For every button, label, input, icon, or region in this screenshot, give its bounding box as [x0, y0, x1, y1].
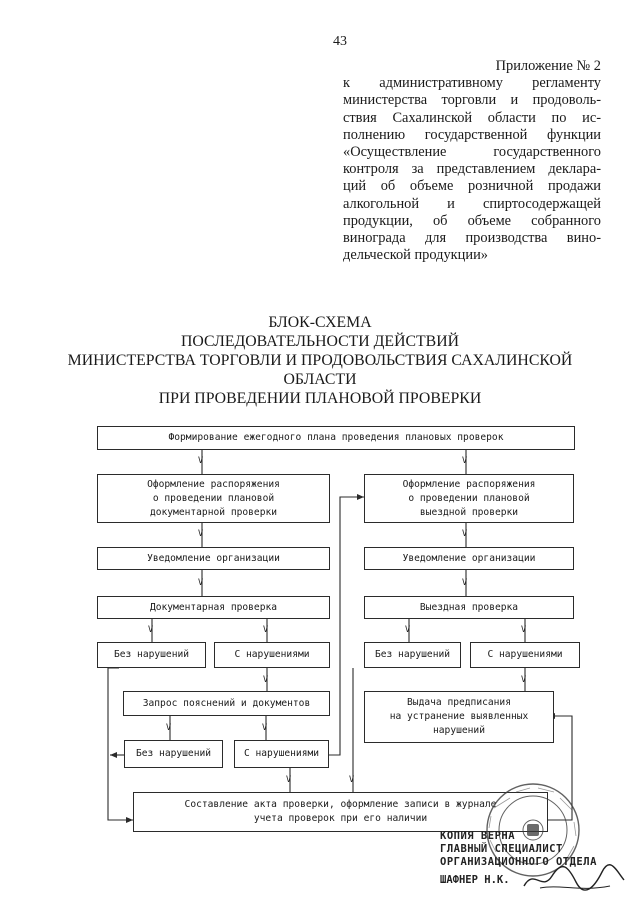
arrow-mark: V	[262, 723, 268, 733]
request-text: Запрос пояснений и документов	[142, 697, 311, 709]
no-violations-text: Без нарушений	[135, 748, 212, 759]
site-check-text: Выездная проверка	[419, 601, 519, 613]
heading-line: БЛОК-СХЕМА	[268, 314, 372, 331]
seal-stamp	[486, 783, 580, 877]
arrow-mark: V	[462, 578, 468, 588]
arrow-mark: V	[198, 578, 204, 588]
stamp-line: ОРГАНИЗАЦИОННОГО ОТДЕЛА	[440, 856, 597, 868]
with-violations-text: С нарушениями	[234, 649, 310, 660]
no-violations-box-1: Без нарушений	[97, 642, 206, 668]
arrow-mark: V	[286, 775, 292, 785]
appendix-line: «Осуществление государственного	[343, 144, 601, 161]
prescription-box: Выдача предписания на устранение выявлен…	[364, 691, 554, 743]
doc-order-box: Оформление распоряжения о проведении пла…	[97, 474, 330, 523]
stamp-line: ГЛАВНЫЙ СПЕЦИАЛИСТ	[440, 843, 563, 855]
appendix-line: ствия Сахалинской области по ис-	[343, 109, 601, 126]
site-order-line: выездной проверки	[419, 506, 519, 518]
appendix-line: продукции, об объеме собранного	[343, 212, 601, 229]
with-violations-text: С нарушениями	[487, 649, 563, 660]
arrow-mark: V	[405, 625, 411, 635]
doc-order-line: о проведении плановой	[152, 492, 275, 504]
appendix-line: контроля за представлением деклара-	[343, 161, 601, 178]
arrow-mark: V	[166, 723, 172, 733]
arrow-mark: V	[263, 625, 269, 635]
appendix-line: к административному регламенту	[343, 75, 601, 92]
heading-line: ОБЛАСТИ	[283, 371, 357, 388]
page-number: 43	[333, 34, 347, 49]
notify-right-text: Уведомление организации	[402, 552, 536, 564]
appendix-line: ций об объеме розничной продажи	[343, 178, 601, 195]
prescription-line: на устранение выявленных	[389, 711, 529, 722]
notify-left-text: Уведомление организации	[147, 552, 280, 564]
request-box: Запрос пояснений и документов	[123, 691, 330, 716]
site-check-box: Выездная проверка	[364, 596, 574, 619]
act-box: Составление акта проверки, оформление за…	[133, 792, 548, 832]
notify-left-box: Уведомление организации	[97, 547, 330, 570]
appendix-line: дельческой продукции»	[343, 247, 488, 264]
doc-check-box: Документарная проверка	[97, 596, 330, 619]
appendix-block: Приложение № 2 к административному регла…	[343, 58, 601, 264]
with-violations-box-3: С нарушениями	[234, 740, 329, 768]
arrow-mark: V	[263, 675, 269, 685]
site-order-line: о проведении плановой	[408, 492, 530, 504]
arrow-mark: V	[198, 529, 204, 539]
doc-check-text: Документарная проверка	[149, 601, 278, 613]
prescription-line: Выдача предписания	[407, 697, 511, 708]
arrow-mark: V	[521, 625, 527, 635]
plan-text: Формирование ежегодного плана проведения…	[168, 432, 504, 443]
notify-right-box: Уведомление организации	[364, 547, 574, 570]
site-order-line: Оформление распоряжения	[402, 478, 536, 490]
arrow-mark: V	[462, 456, 468, 466]
no-violations-box-2: Без нарушений	[364, 642, 461, 668]
heading-line: ПРИ ПРОВЕДЕНИИ ПЛАНОВОЙ ПРОВЕРКИ	[158, 390, 482, 407]
arrow-mark: V	[521, 675, 527, 685]
doc-order-line: Оформление распоряжения	[147, 478, 280, 490]
signer-name: ШАФНЕР Н.К.	[440, 874, 510, 886]
heading-line: ПОСЛЕДОВАТЕЛЬНОСТИ ДЕЙСТВИЙ	[180, 333, 460, 350]
heading-line: МИНИСТЕРСТВА ТОРГОВЛИ И ПРОДОВОЛЬСТВИЯ С…	[67, 352, 573, 369]
no-violations-text: Без нарушений	[374, 649, 451, 660]
stamp-line: КОПИЯ ВЕРНА	[440, 830, 516, 842]
arrow-mark: V	[462, 529, 468, 539]
with-violations-box-1: С нарушениями	[214, 642, 330, 668]
act-line: учета проверок при его наличии	[253, 813, 428, 824]
doc-order-line: документарной проверки	[149, 506, 278, 518]
with-violations-box-2: С нарушениями	[470, 642, 580, 668]
stamp-text: КОПИЯ ВЕРНА ГЛАВНЫЙ СПЕЦИАЛИСТ ОРГАНИЗАЦ…	[440, 830, 640, 869]
arrow-mark: V	[349, 775, 355, 785]
site-order-box: Оформление распоряжения о проведении пла…	[364, 474, 574, 523]
act-line: Составление акта проверки, оформление за…	[184, 799, 497, 810]
arrow-mark: V	[198, 456, 204, 466]
with-violations-text: С нарушениями	[243, 748, 320, 759]
flowchart-heading: БЛОК-СХЕМА ПОСЛЕДОВАТЕЛЬНОСТИ ДЕЙСТВИЙ М…	[60, 313, 580, 408]
appendix-title: Приложение № 2	[495, 58, 601, 74]
appendix-line: полнению государственной функции	[343, 126, 601, 143]
no-violations-box-3: Без нарушений	[124, 740, 223, 768]
appendix-line: алкогольной и спиртосодержащей	[343, 195, 601, 212]
appendix-line: министерства торговли и продоволь-	[343, 92, 601, 109]
plan-box: Формирование ежегодного плана проведения…	[97, 426, 575, 450]
appendix-line: винограда для производства вино-	[343, 230, 601, 247]
no-violations-text: Без нарушений	[113, 649, 190, 660]
signature	[523, 864, 625, 891]
arrow-mark: V	[148, 625, 154, 635]
prescription-line: нарушений	[433, 725, 485, 736]
